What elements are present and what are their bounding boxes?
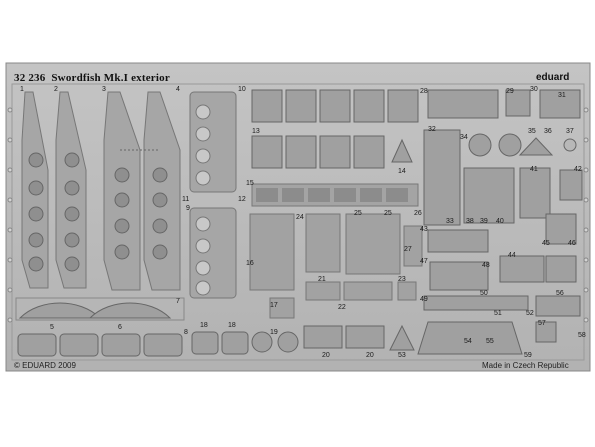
part-15-row bbox=[251, 183, 419, 207]
part-number-49: 49 bbox=[420, 296, 428, 303]
part-number-18a: 18 bbox=[200, 322, 208, 329]
part-number-16: 16 bbox=[246, 260, 254, 267]
part-number-9: 9 bbox=[186, 205, 190, 212]
part-number-24: 24 bbox=[296, 214, 304, 221]
part-number-41: 41 bbox=[530, 166, 538, 173]
part-number-56: 56 bbox=[556, 290, 564, 297]
brand-logo: eduard bbox=[536, 72, 570, 83]
part-number-55: 55 bbox=[486, 338, 494, 345]
panel-3-4 bbox=[103, 91, 181, 291]
copyright-text: © EDUARD 2009 bbox=[14, 361, 76, 370]
sheet-code: 32 236 bbox=[14, 72, 46, 84]
part-number-4: 4 bbox=[176, 86, 180, 93]
part-number-25a: 25 bbox=[354, 210, 362, 217]
panel-2 bbox=[55, 91, 87, 289]
part-number-59: 59 bbox=[524, 352, 532, 359]
part-number-21: 21 bbox=[318, 276, 326, 283]
part-number-46: 46 bbox=[568, 240, 576, 247]
part-number-31: 31 bbox=[558, 92, 566, 99]
part-number-7: 7 bbox=[176, 298, 180, 305]
part-number-2: 2 bbox=[54, 86, 58, 93]
middle-parts bbox=[249, 213, 423, 319]
part-number-10: 10 bbox=[238, 86, 246, 93]
part-number-57: 57 bbox=[538, 320, 546, 327]
sheet-name: Swordfish Mk.I exterior bbox=[51, 72, 170, 84]
part-number-50: 50 bbox=[480, 290, 488, 297]
panel-1 bbox=[21, 91, 49, 289]
part-number-20a: 20 bbox=[322, 352, 330, 359]
part-number-11: 11 bbox=[182, 196, 190, 203]
part-number-19: 19 bbox=[270, 329, 278, 336]
part-number-45: 45 bbox=[542, 240, 550, 247]
origin-text: Made in Czech Republic bbox=[482, 361, 569, 370]
part-number-17: 17 bbox=[270, 302, 278, 309]
part-number-1: 1 bbox=[20, 86, 24, 93]
part-number-42: 42 bbox=[574, 166, 582, 173]
part-number-12: 12 bbox=[238, 196, 246, 203]
part-number-48: 48 bbox=[482, 262, 490, 269]
part-number-38: 38 bbox=[466, 218, 474, 225]
part-13-grilles bbox=[251, 89, 419, 169]
part-number-28: 28 bbox=[420, 88, 428, 95]
part-number-30: 30 bbox=[530, 86, 538, 93]
panel-9-10 bbox=[189, 91, 237, 193]
sheet-title: 32 236 Swordfish Mk.I exterior bbox=[14, 72, 170, 84]
part-number-53: 53 bbox=[398, 352, 406, 359]
bottom-row bbox=[17, 324, 415, 357]
part-number-27: 27 bbox=[404, 246, 412, 253]
part-number-23: 23 bbox=[398, 276, 406, 283]
part-number-40: 40 bbox=[496, 218, 504, 225]
part-number-29: 29 bbox=[506, 88, 514, 95]
part-number-37: 37 bbox=[566, 128, 574, 135]
part-number-51: 51 bbox=[494, 310, 502, 317]
part-number-35: 35 bbox=[528, 128, 536, 135]
part-number-22: 22 bbox=[338, 304, 346, 311]
part-number-33: 33 bbox=[446, 218, 454, 225]
part-number-18b: 18 bbox=[228, 322, 236, 329]
panel-11-12 bbox=[189, 207, 237, 299]
part-number-6: 6 bbox=[118, 324, 122, 331]
part-number-8: 8 bbox=[184, 329, 188, 336]
part-number-58: 58 bbox=[578, 332, 586, 339]
part-number-47: 47 bbox=[420, 258, 428, 265]
part-number-5: 5 bbox=[50, 324, 54, 331]
part-number-20b: 20 bbox=[366, 352, 374, 359]
part-number-3: 3 bbox=[102, 86, 106, 93]
part-number-36: 36 bbox=[544, 128, 552, 135]
part-number-15: 15 bbox=[246, 180, 254, 187]
part-number-32: 32 bbox=[428, 126, 436, 133]
part-5-6 bbox=[15, 297, 185, 321]
part-number-52: 52 bbox=[526, 310, 534, 317]
part-number-26: 26 bbox=[414, 210, 422, 217]
part-number-14: 14 bbox=[398, 168, 406, 175]
right-parts bbox=[417, 89, 583, 355]
part-number-44: 44 bbox=[508, 252, 516, 259]
part-number-34: 34 bbox=[460, 134, 468, 141]
part-number-43: 43 bbox=[420, 226, 428, 233]
part-number-54: 54 bbox=[464, 338, 472, 345]
edge-holes bbox=[7, 107, 589, 323]
part-number-39: 39 bbox=[480, 218, 488, 225]
part-number-13: 13 bbox=[252, 128, 260, 135]
part-number-25b: 25 bbox=[384, 210, 392, 217]
